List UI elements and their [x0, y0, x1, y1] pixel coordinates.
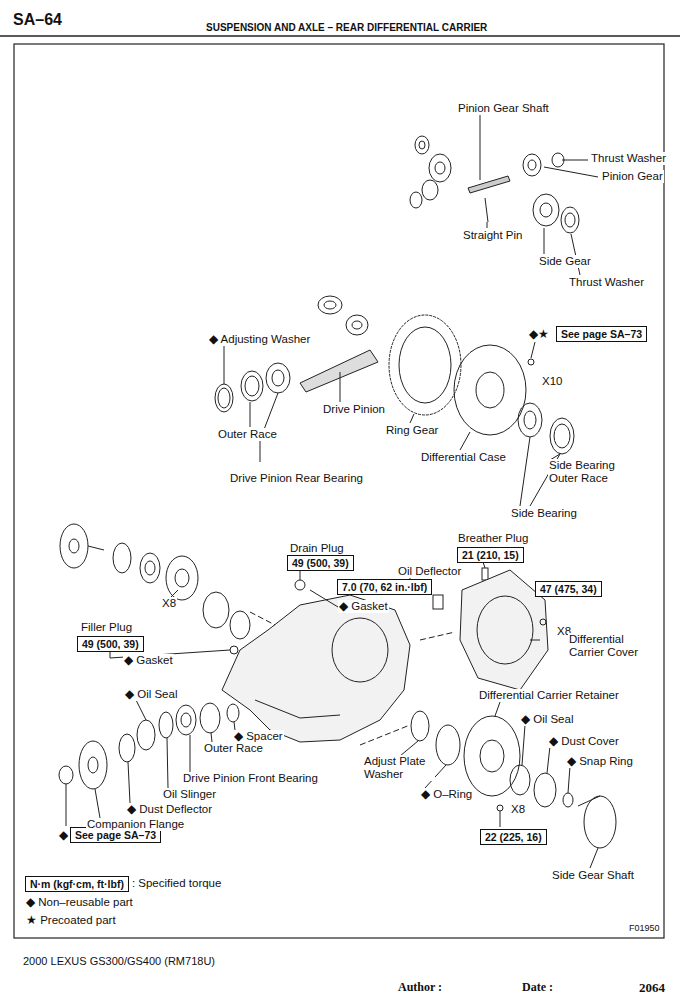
part-label: Ring Gear — [385, 424, 439, 437]
torque-text: 49 (500, 39) — [82, 638, 139, 650]
torque-box: 21 (210, 15) — [457, 547, 524, 563]
part-label: Breather Plug — [457, 532, 529, 545]
part-label: Thrust Washer — [568, 276, 645, 289]
part-label: X8 — [161, 597, 177, 610]
torque-box: N·m (kgf·cm, ft·lbf) — [25, 876, 129, 892]
part-label: ◆ Adjusting Washer — [208, 333, 311, 346]
page-number: SA–64 — [12, 11, 63, 29]
part-label: Differential Carrier Cover — [568, 633, 662, 659]
part-label: Side Bearing — [510, 507, 578, 520]
legend-text: : Specified torque — [132, 877, 222, 890]
part-label: ◆ O–Ring — [420, 788, 473, 801]
legend-text: ◆ Non–reusable part — [26, 896, 133, 909]
part-label: ◆ Oil Seal — [124, 688, 178, 701]
torque-box: 49 (500, 39) — [287, 555, 354, 571]
part-label: Drive Pinion Rear Bearing — [229, 472, 364, 485]
footer-author: Author : — [397, 980, 443, 994]
torque-text: 22 (225, 16) — [485, 831, 542, 843]
part-label: Filler Plug — [80, 621, 133, 634]
part-label: Differential Case — [420, 451, 507, 464]
part-label: Outer Race — [203, 742, 264, 755]
torque-text: 7.0 (70, 62 in.·lbf) — [342, 581, 427, 593]
part-label: Side Bearing Outer Race — [548, 459, 630, 485]
part-label: ◆ Dust Cover — [548, 735, 620, 748]
torque-text: 21 (210, 15) — [462, 549, 519, 561]
part-label: Side Gear — [538, 255, 592, 268]
footer-date: Date : — [521, 980, 554, 994]
part-label: ◆ Snap Ring — [566, 755, 634, 768]
part-label: ◆ — [58, 829, 69, 842]
part-label: Outer Race — [217, 428, 278, 441]
torque-text: N·m (kgf·cm, ft·lbf) — [30, 878, 124, 890]
part-label: Side Gear Shaft — [551, 869, 635, 882]
part-label: Differential Carrier Retainer — [478, 689, 620, 702]
footer-page: 2064 — [638, 980, 666, 995]
part-label: X8 — [510, 803, 526, 816]
part-label: ◆ Oil Seal — [520, 713, 574, 726]
torque-box: 7.0 (70, 62 in.·lbf) — [337, 579, 432, 595]
torque-text: 49 (500, 39) — [292, 557, 349, 569]
part-label: ◆ Gasket — [338, 600, 389, 613]
part-label: Drain Plug — [289, 542, 345, 555]
page-title: SUSPENSION AND AXLE – REAR DIFFERENTIAL … — [206, 22, 487, 33]
footer-text: 2000 LEXUS GS300/GS400 (RM718U) — [22, 955, 216, 968]
part-label: Straight Pin — [462, 229, 523, 242]
part-label: Oil Deflector — [397, 565, 462, 578]
part-label: Thrust Washer — [590, 152, 667, 165]
part-label: Pinion Gear Shaft — [457, 102, 550, 115]
part-label: X10 — [541, 375, 563, 388]
part-label: Drive Pinion — [322, 403, 386, 416]
torque-box: 22 (225, 16) — [480, 829, 547, 845]
part-label: Companion Flange — [86, 818, 185, 831]
torque-text: See page SA–73 — [561, 328, 642, 340]
torque-box: 47 (475, 34) — [535, 581, 602, 597]
part-label: ◆ Gasket — [123, 654, 174, 667]
legend-text: ★ Precoated part — [26, 914, 116, 927]
part-label: ◆★ — [528, 328, 550, 341]
torque-box: 49 (500, 39) — [77, 636, 144, 652]
part-label: ◆ Dust Deflector — [126, 803, 213, 816]
figure-code: F01950 — [628, 923, 661, 934]
part-label: Oil Slinger — [162, 788, 217, 801]
part-label: Drive Pinion Front Bearing — [182, 772, 319, 785]
torque-text: 47 (475, 34) — [540, 583, 597, 595]
torque-box: See page SA–73 — [556, 326, 647, 342]
part-label: Adjust Plate Washer — [363, 755, 435, 781]
part-label: Pinion Gear — [601, 170, 664, 183]
